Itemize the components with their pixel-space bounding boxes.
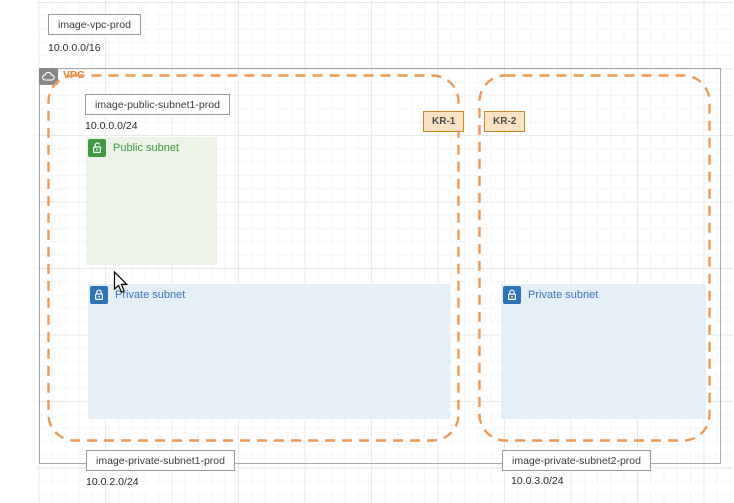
private-subnet1-type-label: Private subnet [115, 289, 186, 301]
private-subnet2-cidr: 10.0.3.0/24 [511, 475, 564, 487]
private-subnet1-cidr: 10.0.2.0/24 [86, 476, 139, 488]
lock-icon [503, 286, 521, 304]
vpc-cloud-icon[interactable] [39, 68, 58, 85]
open-lock-icon [88, 139, 106, 157]
private-subnet1-header: Private subnet [90, 286, 185, 304]
private-subnet1-name-text: image-private-subnet1-prod [96, 454, 225, 467]
vpc-container[interactable] [39, 68, 721, 464]
private-subnet2-name-text: image-private-subnet2-prod [512, 454, 641, 467]
private-subnet2-header: Private subnet [503, 286, 598, 304]
public-subnet-shape[interactable]: Public subnet [86, 137, 217, 265]
private-subnet2-type-label: Private subnet [528, 289, 599, 301]
az-tag-kr-1-label: KR-1 [432, 116, 456, 127]
az-tag-kr-2[interactable]: KR-2 [484, 111, 526, 132]
lock-icon [90, 286, 108, 304]
az-tag-kr-1[interactable]: KR-1 [423, 111, 465, 132]
az-tag-kr-2-label: KR-2 [493, 116, 517, 127]
vpc-name-text: image-vpc-prod [58, 18, 131, 31]
vpc-container-label: VPC [63, 69, 85, 81]
public-subnet-header: Public subnet [88, 139, 179, 157]
public-subnet1-cidr: 10.0.0.0/24 [85, 120, 138, 132]
vpc-cidr: 10.0.0.0/16 [48, 42, 101, 54]
private-subnet1-shape[interactable]: Private subnet [88, 284, 450, 419]
public-subnet1-name-text: image-public-subnet1-prod [95, 98, 220, 111]
public-subnet-type-label: Public subnet [113, 142, 180, 154]
private-subnet1-name-label[interactable]: image-private-subnet1-prod [86, 450, 235, 471]
public-subnet1-name-label[interactable]: image-public-subnet1-prod [85, 94, 230, 115]
private-subnet2-shape[interactable]: Private subnet [501, 284, 706, 419]
private-subnet2-name-label[interactable]: image-private-subnet2-prod [502, 450, 651, 471]
vpc-name-label[interactable]: image-vpc-prod [48, 14, 141, 35]
